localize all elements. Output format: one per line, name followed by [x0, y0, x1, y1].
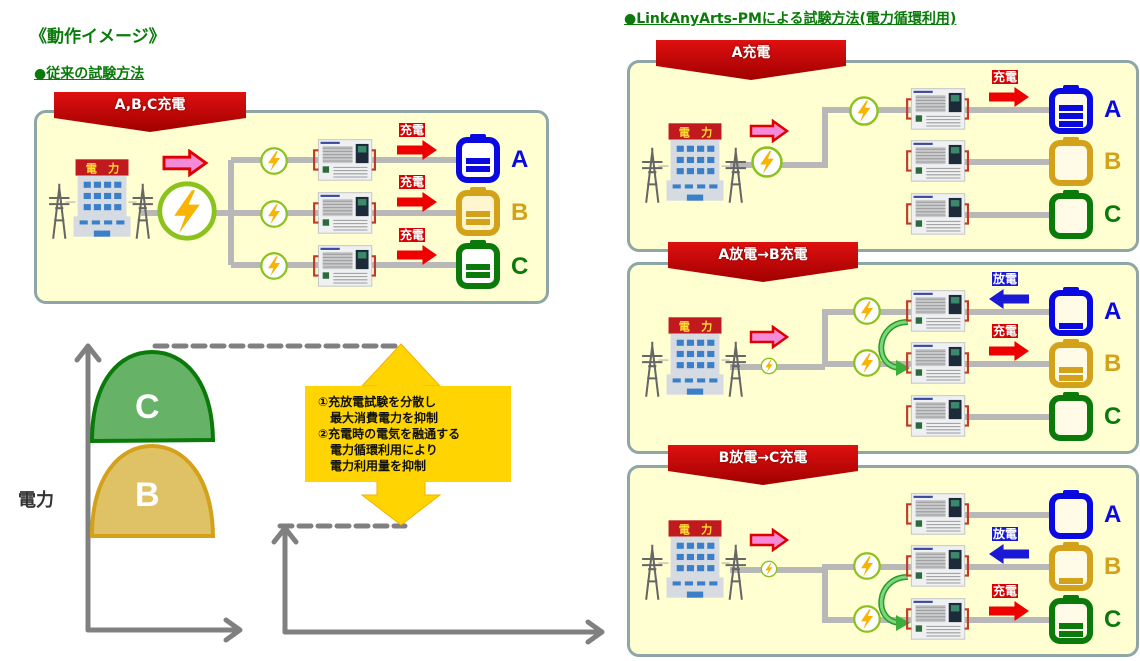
charger-unit-icon	[905, 491, 969, 539]
battery-a-label: A	[1104, 298, 1122, 325]
step-banner: A充電	[656, 40, 846, 80]
hump-b-label: B	[135, 476, 160, 514]
battery-c-icon	[1049, 595, 1093, 644]
battery-b-label: B	[1104, 148, 1122, 175]
power-meter-icon	[155, 179, 219, 243]
charger-unit-icon	[905, 596, 969, 644]
hump-c-label: C	[135, 388, 160, 426]
charger-unit-icon	[905, 543, 969, 591]
power-building-icon	[45, 157, 157, 239]
battery-a-icon	[456, 134, 500, 183]
charge-arrow-icon	[988, 341, 1030, 361]
step-panel: A 放電 B 充電 C	[627, 465, 1139, 657]
charge-label: 充電	[992, 70, 1019, 84]
power-flow-arrow-icon	[748, 325, 790, 349]
power-meter-icon	[760, 357, 778, 375]
step-panel: 充電 A B C	[627, 60, 1139, 252]
charge-arrow-icon	[988, 601, 1030, 621]
power-building-icon	[638, 121, 750, 203]
battery-c-icon	[1049, 392, 1093, 441]
charger-unit-icon	[312, 190, 376, 238]
power-graph	[74, 343, 605, 645]
power-meter-icon	[760, 560, 778, 578]
power-building-icon	[638, 315, 750, 397]
battery-a-icon	[1049, 85, 1093, 134]
hump-b	[89, 443, 216, 538]
battery-c-icon	[456, 240, 500, 289]
battery-a-label: A	[1104, 96, 1122, 123]
battery-a-label: A	[1104, 501, 1122, 528]
charger-unit-icon	[905, 288, 969, 336]
charge-label: 充電	[399, 175, 426, 189]
charger-unit-icon	[905, 393, 969, 441]
battery-c-icon	[1049, 190, 1093, 239]
step-banner: B放電→C充電	[668, 445, 858, 485]
charger-unit-icon	[312, 243, 376, 291]
discharge-arrow-icon	[988, 289, 1030, 309]
conventional-heading: ●従来の試験方法	[34, 66, 145, 82]
battery-b-label: B	[1104, 553, 1122, 580]
power-flow-arrow-icon	[748, 528, 790, 552]
battery-b-label: B	[511, 199, 529, 226]
battery-b-icon	[1049, 137, 1093, 186]
conventional-banner: A,B,C充電	[54, 92, 246, 132]
discharge-label: 放電	[992, 527, 1019, 541]
charger-unit-icon	[312, 137, 376, 185]
power-flow-arrow-icon	[748, 119, 790, 143]
charger-unit-icon	[905, 340, 969, 388]
page-title: 《動作イメージ》	[30, 27, 166, 47]
battery-a-icon	[1049, 490, 1093, 539]
power-meter-icon	[750, 145, 784, 179]
charger-unit-icon	[905, 86, 969, 134]
charge-label: 充電	[992, 584, 1019, 598]
battery-c-label: C	[1104, 201, 1122, 228]
linkany-heading: ●LinkAnyArts-PMによる試験方法(電力循環利用)	[624, 11, 957, 27]
battery-a-icon	[1049, 287, 1093, 336]
battery-b-icon	[1049, 542, 1093, 591]
callout-text: ①充放電試験を分散し 最大消費電力を抑制 ②充電時の電気を融通する 電力循環利用…	[318, 395, 461, 473]
battery-c-label: C	[511, 253, 529, 280]
bolt-icon	[259, 146, 289, 176]
charge-arrow-icon	[395, 140, 439, 160]
charge-label: 充電	[399, 228, 426, 242]
step-banner: A放電→B充電	[668, 242, 858, 282]
charge-arrow-icon	[988, 87, 1030, 107]
discharge-arrow-icon	[988, 544, 1030, 564]
battery-b-label: B	[1104, 350, 1122, 377]
power-flow-arrow-icon	[159, 149, 211, 177]
discharge-label: 放電	[992, 272, 1019, 286]
charger-unit-icon	[905, 138, 969, 186]
charger-unit-icon	[905, 191, 969, 239]
callout-box	[305, 386, 511, 482]
conventional-panel: 充電 充電 充電 A B C	[34, 110, 549, 304]
step-panel: 放電 A 充電 B C	[627, 262, 1139, 454]
charge-label: 充電	[399, 123, 426, 137]
battery-b-icon	[456, 187, 500, 236]
battery-a-label: A	[511, 146, 529, 173]
hump-c	[89, 349, 216, 444]
charge-arrow-icon	[395, 192, 439, 212]
charge-label: 充電	[992, 324, 1019, 338]
y-axis-label: 電力	[18, 490, 54, 511]
bolt-icon	[848, 95, 880, 127]
bolt-icon	[259, 199, 289, 229]
bolt-icon	[259, 251, 289, 281]
battery-b-icon	[1049, 339, 1093, 388]
battery-c-label: C	[1104, 403, 1122, 430]
battery-c-label: C	[1104, 606, 1122, 633]
charge-arrow-icon	[395, 245, 439, 265]
power-building-icon	[638, 518, 750, 600]
